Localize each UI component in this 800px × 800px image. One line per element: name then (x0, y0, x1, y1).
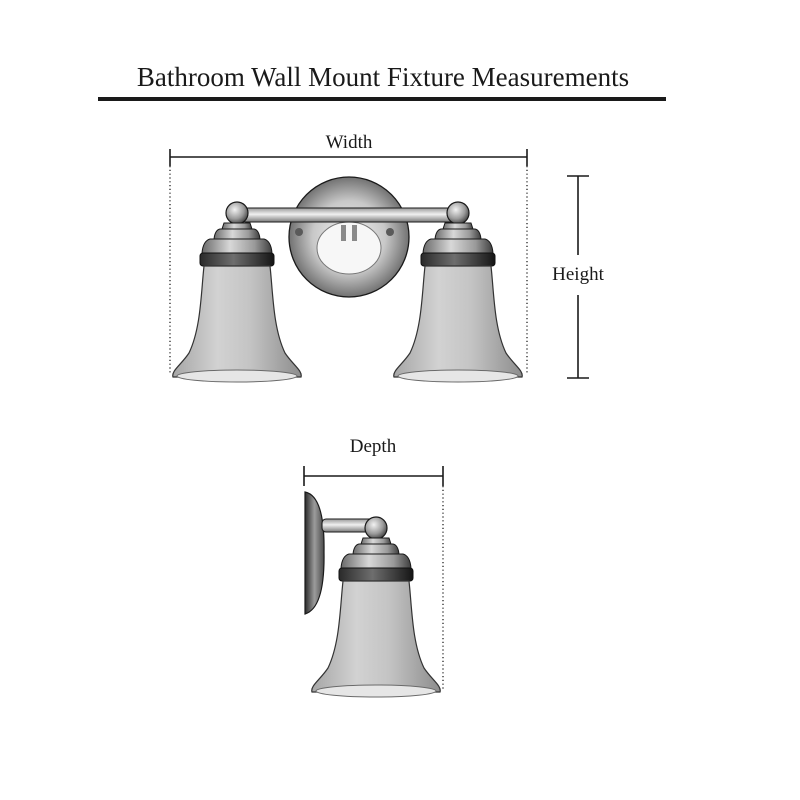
title-underline (98, 97, 666, 101)
side-view-fixture-icon (304, 491, 441, 698)
width-label: Width (326, 132, 373, 153)
height-label: Height (552, 264, 604, 285)
depth-label: Depth (350, 436, 397, 457)
depth-dimension (303, 466, 444, 690)
front-view-fixture-icon (172, 176, 523, 383)
width-dimension (169, 149, 528, 374)
page-title: Bathroom Wall Mount Fixture Measurements (137, 62, 629, 92)
height-dimension (567, 175, 589, 379)
